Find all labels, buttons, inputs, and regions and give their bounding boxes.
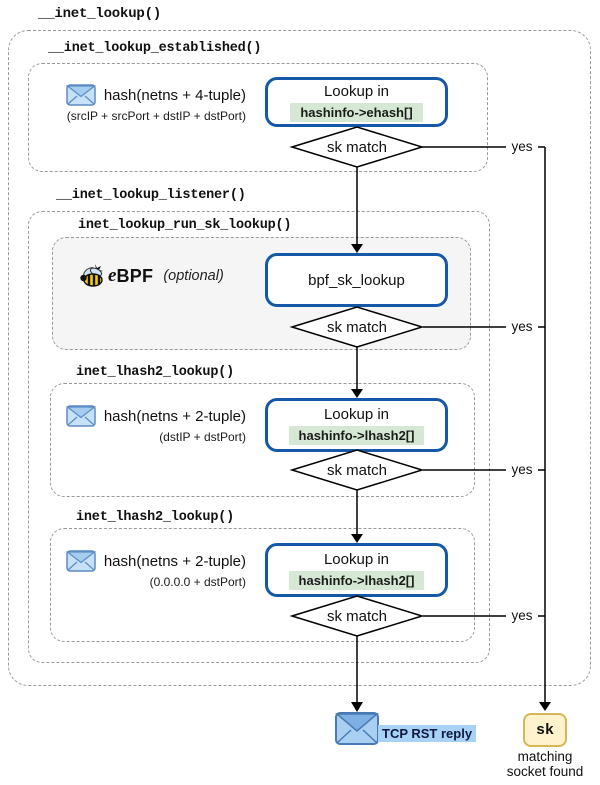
- ebpf-logo-bpf: BPF: [116, 265, 154, 286]
- yes-label-1: yes: [506, 139, 538, 154]
- lookup-ehash-prefix: Lookup in: [323, 82, 390, 100]
- inet-lhash2-lookup-box-2: [50, 528, 475, 642]
- hash-4tuple-block: hash(netns + 4-tuple) (srcIP + srcPort +…: [65, 84, 246, 123]
- hash-4tuple-label: hash(netns + 4-tuple): [103, 86, 246, 104]
- envelope-icon: [65, 84, 96, 106]
- sk-match-label-3: sk match: [326, 462, 387, 479]
- sk-result-label: sk: [535, 721, 554, 739]
- sk-caption-line-2: socket found: [506, 763, 584, 779]
- lookup-ehash-box: Lookup in hashinfo->ehash[]: [265, 77, 448, 127]
- ebpf-optional-note: (optional): [163, 268, 224, 284]
- arrowhead-into-sk-box: [539, 702, 551, 711]
- hash-2tuple-detail-1: (dstIP + dstPort): [159, 430, 246, 444]
- yes-label-3: yes: [506, 462, 538, 477]
- title-inet-lookup-listener: __inet_lookup_listener(): [56, 188, 246, 203]
- ebpf-bee-icon: [80, 264, 103, 287]
- bpf-sk-lookup-label: bpf_sk_lookup: [308, 271, 405, 289]
- sk-match-label-2: sk match: [326, 319, 387, 336]
- hash-2tuple-detail-2: (0.0.0.0 + dstPort): [149, 575, 246, 589]
- lookup-lhash2-box-1: Lookup in hashinfo->lhash2[]: [265, 398, 448, 452]
- arrowhead-into-rst-envelope: [351, 702, 363, 712]
- lookup-lhash2-prefix-2: Lookup in: [323, 550, 390, 568]
- hash-2tuple-block-1: hash(netns + 2-tuple) (dstIP + dstPort): [65, 405, 246, 444]
- sk-caption-line-1: matching: [517, 749, 573, 764]
- tcp-rst-envelope-icon: [335, 712, 379, 745]
- envelope-icon: [65, 405, 96, 427]
- inet-lookup-established-box: [28, 63, 488, 172]
- hash-2tuple-label-1: hash(netns + 2-tuple): [103, 407, 246, 425]
- sk-match-label-1: sk match: [326, 139, 387, 156]
- inet-lookup-listener-box: [28, 211, 490, 663]
- envelope-icon: [65, 550, 96, 572]
- tcp-rst-reply-label: TCP RST reply: [378, 725, 477, 742]
- lookup-lhash2-target-1: hashinfo->lhash2[]: [288, 425, 425, 445]
- lookup-lhash2-box-2: Lookup in hashinfo->lhash2[]: [265, 543, 448, 597]
- lookup-lhash2-target-2: hashinfo->lhash2[]: [288, 570, 425, 590]
- sk-result-caption: matching socket found: [490, 749, 600, 779]
- lookup-ehash-target: hashinfo->ehash[]: [290, 102, 423, 122]
- inet-lookup-container-box: [8, 30, 591, 686]
- lookup-lhash2-prefix-1: Lookup in: [323, 405, 390, 423]
- sk-match-label-4: sk match: [326, 608, 387, 625]
- title-inet-lhash2-lookup-2: inet_lhash2_lookup(): [76, 510, 235, 525]
- title-inet-lookup-established: __inet_lookup_established(): [48, 41, 262, 56]
- hash-4tuple-detail: (srcIP + srcPort + dstIP + dstPort): [66, 109, 246, 123]
- ebpf-logo-e: e: [108, 265, 117, 286]
- yes-label-4: yes: [506, 608, 538, 623]
- sk-result-box: sk: [523, 713, 567, 747]
- title-inet-lhash2-lookup-1: inet_lhash2_lookup(): [76, 365, 235, 380]
- title-inet-lookup-run-sk-lookup: inet_lookup_run_sk_lookup(): [78, 218, 292, 233]
- bpf-sk-lookup-box: bpf_sk_lookup: [265, 253, 448, 307]
- title-inet-lookup: __inet_lookup(): [38, 6, 162, 22]
- hash-2tuple-block-2: hash(netns + 2-tuple) (0.0.0.0 + dstPort…: [65, 550, 246, 589]
- yes-label-2: yes: [506, 319, 538, 334]
- hash-2tuple-label-2: hash(netns + 2-tuple): [103, 552, 246, 570]
- inet-lhash2-lookup-box-1: [50, 383, 475, 497]
